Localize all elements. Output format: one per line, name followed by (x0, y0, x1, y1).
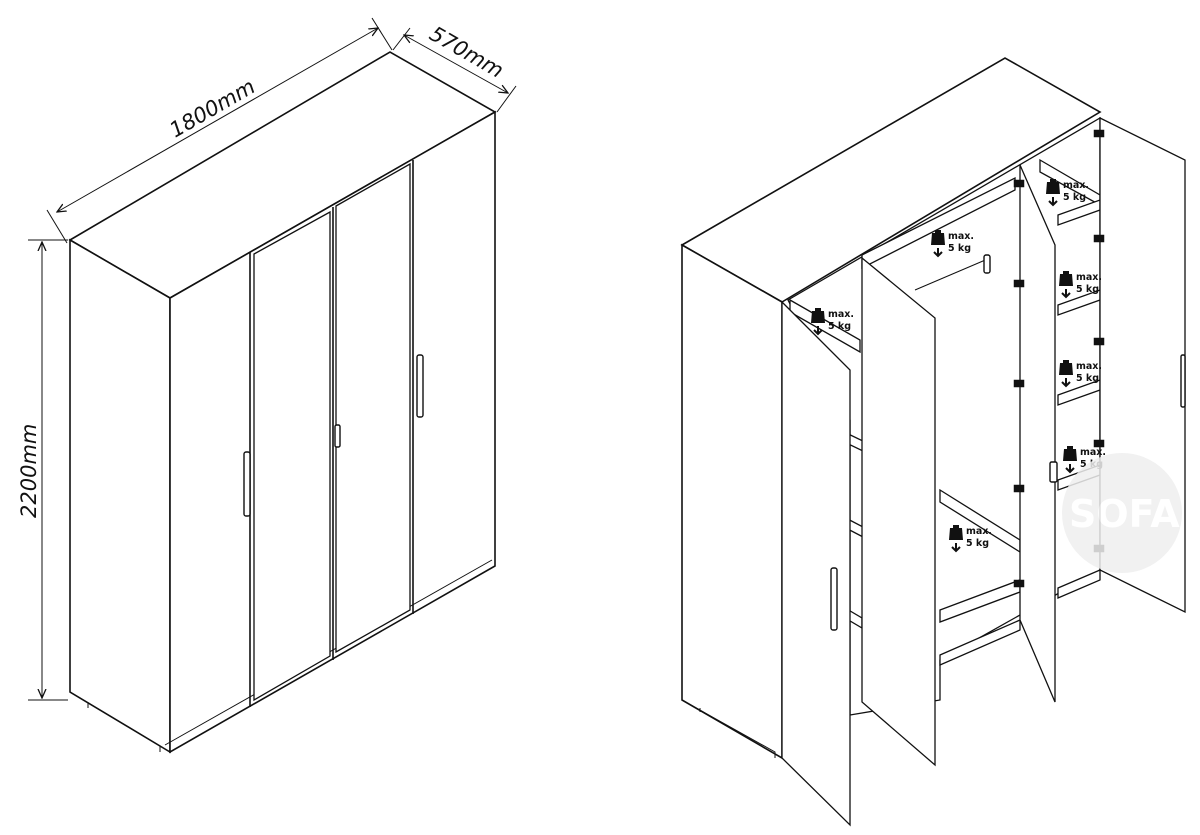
open-door-far-left (781, 300, 851, 827)
load-label-2: max. 5 kg (930, 229, 974, 257)
closed-door-handle-1 (243, 451, 251, 517)
closed-pattern-door-right (335, 162, 411, 654)
load-label-1: max. 5 kg (810, 307, 854, 335)
svg-text:max.: max. (966, 526, 992, 537)
load-label-3: max. 5 kg (1045, 178, 1089, 206)
svg-text:max.: max. (1080, 447, 1106, 458)
open-door-latch (1049, 461, 1058, 483)
svg-text:5 kg: 5 kg (1063, 192, 1086, 203)
closed-wardrobe (68, 51, 497, 754)
height-label: 2200mm (17, 424, 41, 518)
height-dimension: 2200mm (17, 239, 68, 701)
svg-text:max.: max. (828, 309, 854, 320)
depth-label: 570mm (426, 22, 508, 83)
open-door-handle-left (830, 567, 838, 631)
svg-text:5 kg: 5 kg (828, 321, 851, 332)
closed-door-handle-3 (416, 354, 424, 418)
svg-text:max.: max. (1076, 361, 1102, 372)
open-door-handle-right (1180, 354, 1186, 408)
svg-text:5 kg: 5 kg (1076, 373, 1099, 384)
svg-text:5 kg: 5 kg (966, 538, 989, 549)
open-wardrobe: max. 5 kg max. 5 kg max. 5 kg max. 5 kg … (680, 57, 1186, 827)
watermark-text: SOFA (1069, 492, 1180, 536)
load-label-5: max. 5 kg (1058, 359, 1102, 387)
svg-text:max.: max. (1076, 272, 1102, 283)
svg-text:max.: max. (1063, 180, 1089, 191)
open-wardrobe-side (681, 243, 783, 760)
load-label-7: max. 5 kg (948, 524, 992, 552)
closed-door-handle-2 (334, 424, 341, 448)
width-label: 1800mm (166, 74, 260, 142)
closed-pattern-door-left (253, 210, 331, 702)
closed-wardrobe-side (69, 238, 171, 754)
svg-text:5 kg: 5 kg (948, 243, 971, 254)
open-pattern-door-left (861, 256, 936, 767)
sofa-watermark: SOFA (1062, 453, 1182, 573)
open-pattern-door-right (1019, 164, 1056, 703)
load-label-4: max. 5 kg (1058, 270, 1102, 298)
svg-text:max.: max. (948, 231, 974, 242)
svg-text:5 kg: 5 kg (1076, 284, 1099, 295)
